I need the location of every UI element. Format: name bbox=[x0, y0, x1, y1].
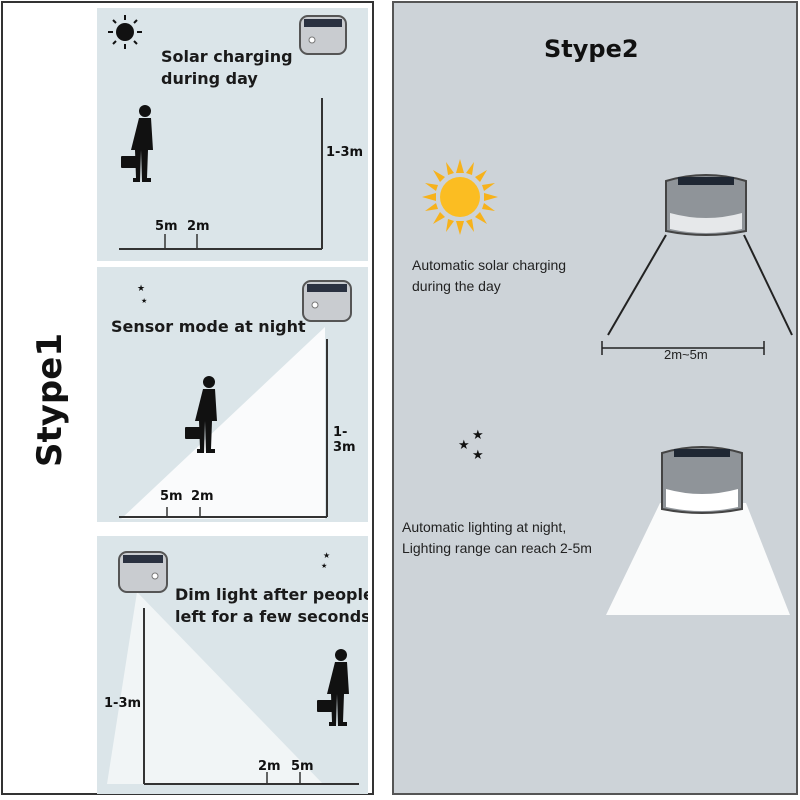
panel-solar-charging: Solar charging during day 1-3m 5m 2m bbox=[97, 8, 368, 261]
distance-label: 2m bbox=[258, 759, 281, 774]
distance-label: 2m bbox=[187, 219, 210, 234]
panel1-caption: Solar charging during day bbox=[161, 47, 293, 88]
sun-icon bbox=[108, 15, 142, 49]
svg-text:★: ★ bbox=[141, 297, 147, 305]
person-silhouette bbox=[185, 376, 217, 453]
moon-stars-icon: ★ ★ bbox=[123, 281, 147, 305]
lamp-icon bbox=[302, 280, 352, 322]
panel2-graphics: ★ ★ bbox=[119, 280, 352, 519]
stype2-graphics: ★ ★ ★ bbox=[422, 159, 793, 615]
distance-label: 5m bbox=[291, 759, 314, 774]
distance-label: 5m bbox=[155, 219, 178, 234]
height-label: 1-3m bbox=[104, 696, 142, 711]
lamp-icon bbox=[118, 551, 168, 593]
panel3-caption: Dim light after people left for a few se… bbox=[175, 585, 368, 626]
svg-text:★: ★ bbox=[472, 448, 484, 463]
person-silhouette bbox=[317, 649, 349, 726]
panel2-caption: Sensor mode at night bbox=[111, 317, 306, 336]
moon-stars-icon: ★ ★ bbox=[321, 548, 351, 572]
svg-text:★: ★ bbox=[323, 551, 330, 560]
svg-text:★: ★ bbox=[458, 438, 470, 453]
distance-label: 2m bbox=[191, 489, 214, 504]
distance-label: 5m bbox=[160, 489, 183, 504]
stype2-frame: ★ ★ ★ Stype2 Automatic solar charging du… bbox=[392, 1, 798, 795]
lamp-icon bbox=[299, 15, 347, 55]
svg-text:★: ★ bbox=[137, 284, 145, 294]
panel-sensor-mode: ★ ★ Sensor mode at night 1-3m 5m 2m bbox=[97, 267, 368, 522]
sun-icon bbox=[422, 159, 498, 235]
height-label: 1-3m bbox=[333, 425, 356, 455]
moon-stars-icon: ★ ★ ★ bbox=[436, 421, 484, 477]
night-description: Automatic lighting at night, Lighting ra… bbox=[402, 519, 592, 556]
range-label: 2m~5m bbox=[664, 347, 708, 362]
person-silhouette bbox=[121, 105, 153, 182]
panel3-graphics: ★ ★ bbox=[107, 548, 359, 785]
lamp-icon bbox=[661, 446, 743, 514]
svg-text:★: ★ bbox=[321, 562, 327, 570]
height-label: 1-3m bbox=[326, 145, 364, 160]
panel1-graphics bbox=[108, 15, 347, 250]
day-description: Automatic solar charging during the day bbox=[412, 257, 567, 294]
stype2-title: Stype2 bbox=[544, 35, 639, 63]
panel-dim-light: ★ ★ Dim light after people left for a fe… bbox=[97, 536, 368, 794]
svg-text:★: ★ bbox=[472, 428, 484, 443]
stype1-title: Stype1 bbox=[30, 333, 70, 467]
lamp-icon bbox=[665, 174, 747, 236]
